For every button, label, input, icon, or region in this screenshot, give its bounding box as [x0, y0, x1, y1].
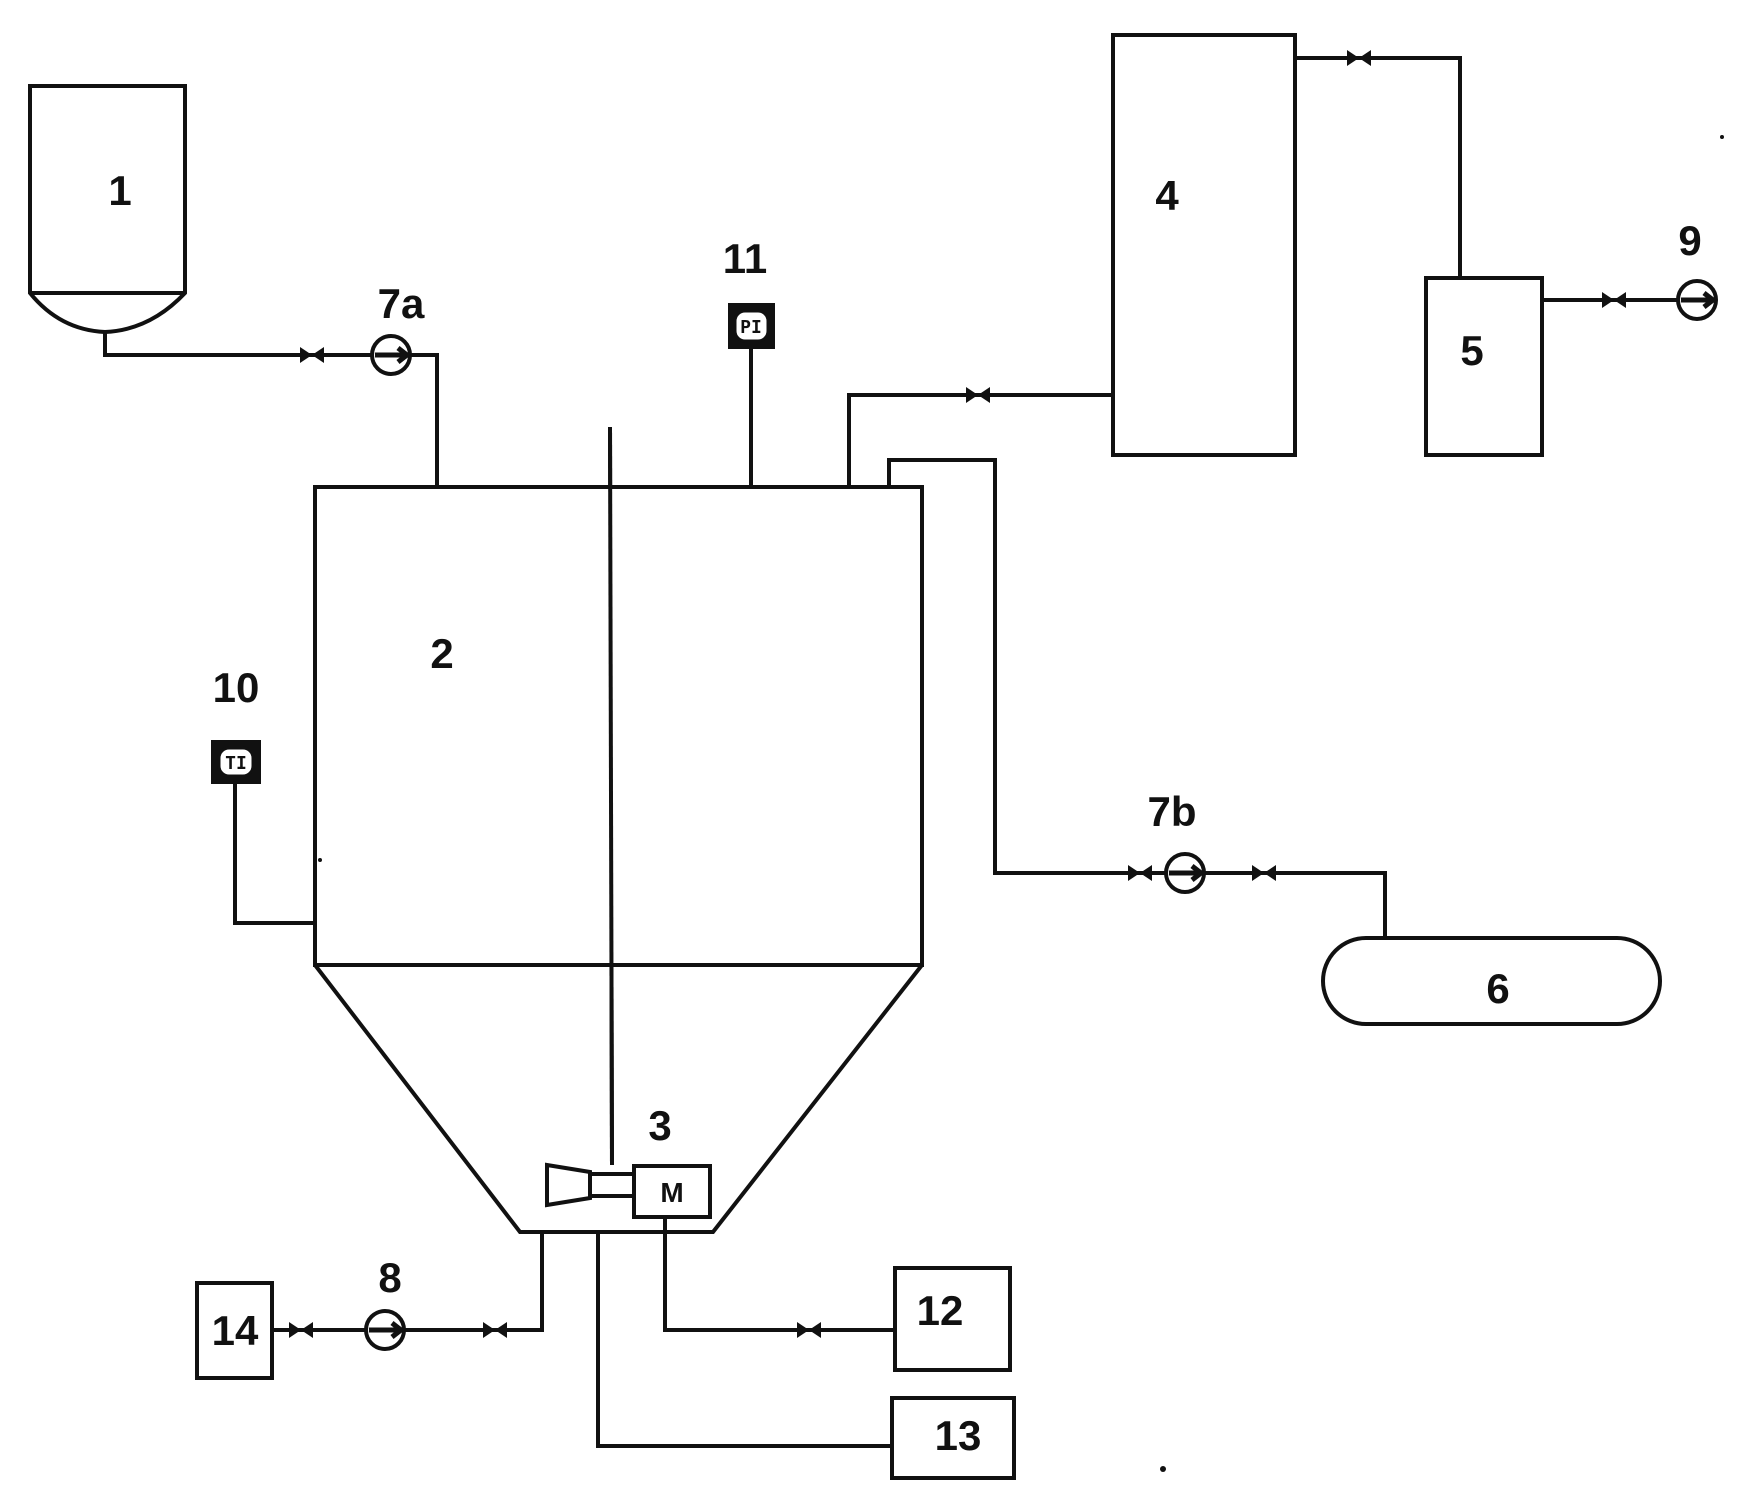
- gauge-11: PI 11: [723, 235, 775, 349]
- tank-6: 6: [1321, 936, 1662, 1026]
- box-14-shape: [195, 1281, 274, 1380]
- pipe-tank1-to-vessel: [103, 330, 439, 487]
- pump-7b: 7b: [1147, 788, 1206, 894]
- vessel-2-body: [313, 485, 924, 967]
- pipe-vessel-to-column: [847, 393, 1113, 492]
- valve-icon: [1602, 292, 1626, 308]
- pump-8: 8: [364, 1254, 406, 1351]
- speck: [318, 858, 322, 862]
- box-12: 12: [893, 1266, 1012, 1372]
- pump-8-label: 8: [378, 1254, 401, 1301]
- box-12-label: 12: [917, 1287, 964, 1334]
- pump-9: 9: [1676, 217, 1718, 321]
- tank-6-label: 6: [1486, 965, 1509, 1012]
- valve-icon: [1252, 865, 1276, 881]
- agitator-3: M 3: [545, 1102, 712, 1219]
- pump-8-arrow-icon: [369, 1321, 406, 1339]
- pump-7b-arrow-icon: [1169, 864, 1206, 882]
- speck: [1160, 1466, 1166, 1472]
- gauge-10-text: TI: [225, 753, 247, 774]
- column-4: 4: [1111, 33, 1297, 457]
- vessel-2-label: 2: [430, 630, 453, 677]
- speck: [1720, 135, 1724, 139]
- pump-7a: 7a: [370, 280, 425, 376]
- valve-icon: [289, 1322, 313, 1338]
- tank-1-shape: [28, 84, 187, 335]
- valve-icon: [797, 1322, 821, 1338]
- motor-box: [632, 1164, 712, 1219]
- unit-5-label: 5: [1460, 327, 1483, 374]
- valve-icon: [1347, 50, 1371, 66]
- box-14-label: 14: [212, 1307, 259, 1354]
- gauge-11-label: 11: [723, 235, 767, 282]
- box-12-shape: [893, 1266, 1012, 1372]
- valve-icon: [300, 347, 324, 363]
- agitator-3-label: 3: [648, 1102, 671, 1149]
- valve-icon: [966, 387, 990, 403]
- impeller: [545, 1162, 592, 1208]
- pump-9-label: 9: [1678, 217, 1701, 264]
- vessel-2-cone: [313, 963, 924, 1234]
- pipe-vessel-to-tank6: [887, 458, 1387, 938]
- valve-icon: [1128, 865, 1152, 881]
- pump-9-arrow-icon: [1681, 291, 1718, 309]
- unit-5: 5: [1424, 276, 1544, 457]
- pump-7a-label: 7a: [378, 280, 425, 327]
- valve-icon: [483, 1322, 507, 1338]
- box-13: 13: [890, 1396, 1016, 1480]
- box-13-label: 13: [935, 1412, 982, 1459]
- column-4-shape: [1111, 33, 1297, 457]
- box-14: 14: [195, 1281, 274, 1380]
- tank-1-label: 1: [108, 167, 131, 214]
- pump-7a-arrow-icon: [375, 346, 412, 364]
- column-4-label: 4: [1155, 172, 1179, 219]
- gauge-11-text: PI: [740, 317, 762, 338]
- tank-6-shape: [1321, 936, 1662, 1026]
- pump-7b-label: 7b: [1147, 788, 1196, 835]
- gauge-11-face: [733, 309, 770, 343]
- gauge-10: TI 10: [211, 664, 261, 784]
- coupling: [588, 1172, 636, 1198]
- vessel-2: 2: [313, 426, 924, 1234]
- tank-1: 1: [28, 84, 187, 335]
- unit-5-shape: [1424, 276, 1544, 457]
- pipe-bottom-to-box13: [596, 1232, 892, 1448]
- gauge-10-face: [217, 746, 255, 778]
- pipe-bottom-to-box14: [272, 1232, 544, 1332]
- pipe-gauge10: [233, 783, 315, 925]
- valves: [289, 50, 1626, 1338]
- agitator-shaft-upper: [608, 426, 614, 1166]
- box-13-shape: [890, 1396, 1016, 1480]
- pipe-column-to-unit5: [1295, 56, 1462, 278]
- motor-letter: M: [660, 1177, 683, 1208]
- gauge-10-label: 10: [213, 664, 260, 711]
